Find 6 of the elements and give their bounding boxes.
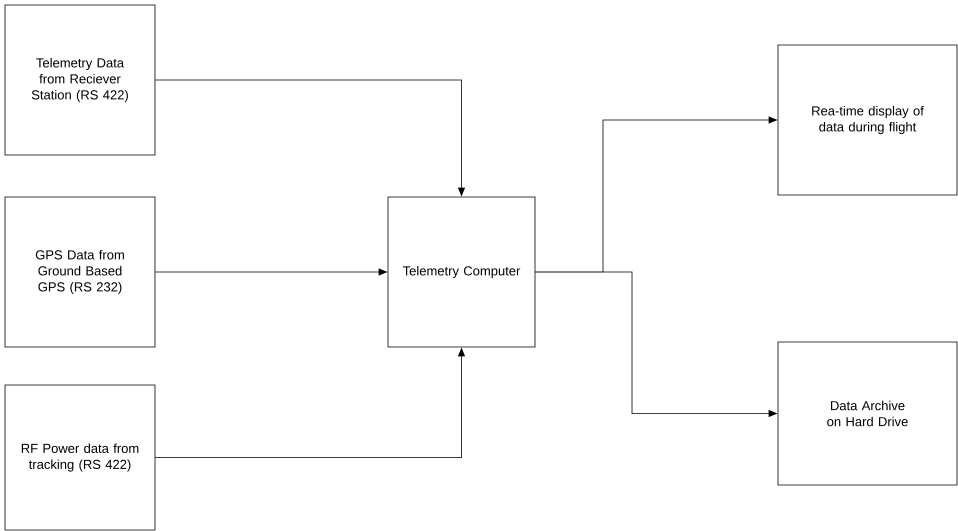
process-box: Telemetry Data from Reciever Station (RS 422) [4, 4, 156, 156]
process-box: Data Archive on Hard Drive [778, 342, 958, 486]
process-box: RF Power data from tracking (RS 422) [4, 384, 156, 530]
process-box: Rea-time display of data during flight [778, 44, 958, 196]
process-box: GPS Data from Ground Based GPS (RS 232) [4, 196, 156, 348]
process-box: Telemetry Computer [388, 196, 536, 348]
